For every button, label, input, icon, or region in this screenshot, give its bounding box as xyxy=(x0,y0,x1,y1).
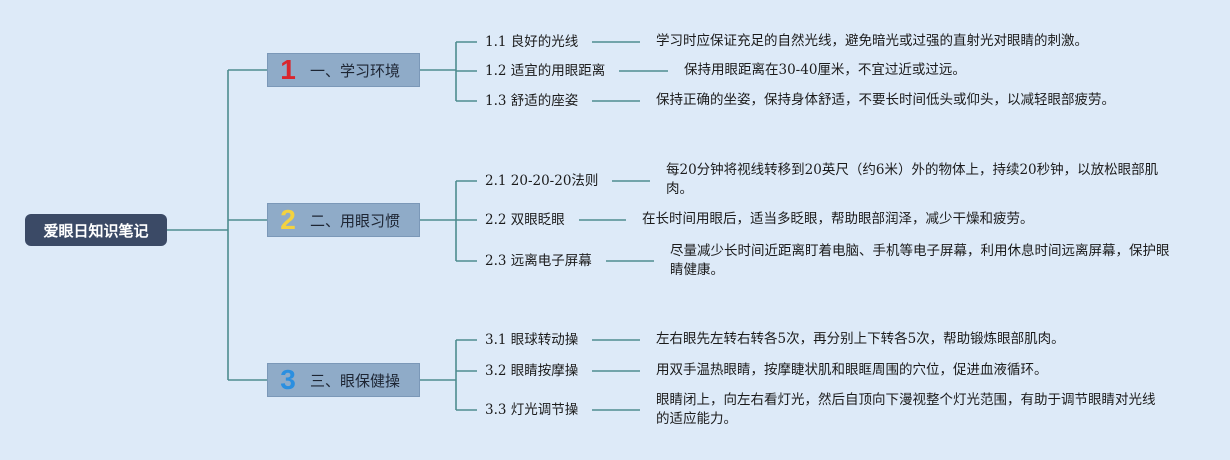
leaf-1-1-label[interactable]: 1.1 良好的光线 xyxy=(485,34,579,50)
leaf-2-1-label[interactable]: 2.1 20-20-20法则 xyxy=(485,173,599,189)
branch-2-label: 二、用眼习惯 xyxy=(310,211,401,230)
leaf-2-2-description: 在长时间用眼后，适当多眨眼，帮助眼部润泽，减少干燥和疲劳。 xyxy=(642,211,1034,227)
leaf-3-3-description: 眼睛闭上，向左右看灯光，然后自顶向下漫视整个灯光范围，有助于调节眼睛对光线的适应… xyxy=(656,392,1156,427)
leaf-1-2-label[interactable]: 1.2 适宜的用眼距离 xyxy=(485,63,606,79)
leaf-1-3-description: 保持正确的坐姿，保持身体舒适，不要长时间低头或仰头，以减轻眼部疲劳。 xyxy=(656,92,1115,108)
branch-3-label: 三、眼保健操 xyxy=(310,371,401,390)
branch-2-node[interactable]: 2 二、用眼习惯 xyxy=(267,203,420,237)
leaf-3-2-label[interactable]: 3.2 眼睛按摩操 xyxy=(485,363,579,379)
branch-1-number: 1 xyxy=(280,54,296,85)
leaf-3-3-label[interactable]: 3.3 灯光调节操 xyxy=(485,402,579,418)
branch-3-node[interactable]: 3 三、眼保健操 xyxy=(267,363,420,397)
leaf-1-3-label[interactable]: 1.3 舒适的座姿 xyxy=(485,93,579,109)
branch-3-number: 3 xyxy=(280,364,296,395)
leaf-2-3-label[interactable]: 2.3 远离电子屏幕 xyxy=(485,253,592,269)
root-title: 爱眼日知识笔记 xyxy=(43,221,149,240)
branch-2-number: 2 xyxy=(280,204,296,235)
leaf-2-1-description: 每20分钟将视线转移到20英尺（约6米）外的物体上，持续20秒钟，以放松眼部肌肉… xyxy=(666,162,1159,197)
leaf-3-1-description: 左右眼先左转右转各5次，再分别上下转各5次，帮助锻炼眼部肌肉。 xyxy=(656,331,1065,347)
leaf-3-2-description: 用双手温热眼睛，按摩睫状肌和眼眶周围的穴位，促进血液循环。 xyxy=(656,362,1048,378)
branch-1-node[interactable]: 1 一、学习环境 xyxy=(267,53,420,87)
leaf-1-1-description: 学习时应保证充足的自然光线，避免暗光或过强的直射光对眼睛的刺激。 xyxy=(656,33,1088,49)
leaf-3-1-label[interactable]: 3.1 眼球转动操 xyxy=(485,332,579,348)
leaf-2-3-description: 尽量减少长时间近距离盯着电脑、手机等电子屏幕，利用休息时间远离屏幕，保护眼睛健康… xyxy=(670,243,1170,278)
branch-1-label: 一、学习环境 xyxy=(310,61,401,80)
leaf-1-2-description: 保持用眼距离在30-40厘米，不宜过近或过远。 xyxy=(684,62,966,78)
leaf-2-2-label[interactable]: 2.2 双眼眨眼 xyxy=(485,212,565,228)
root-node[interactable]: 爱眼日知识笔记 xyxy=(25,214,167,246)
